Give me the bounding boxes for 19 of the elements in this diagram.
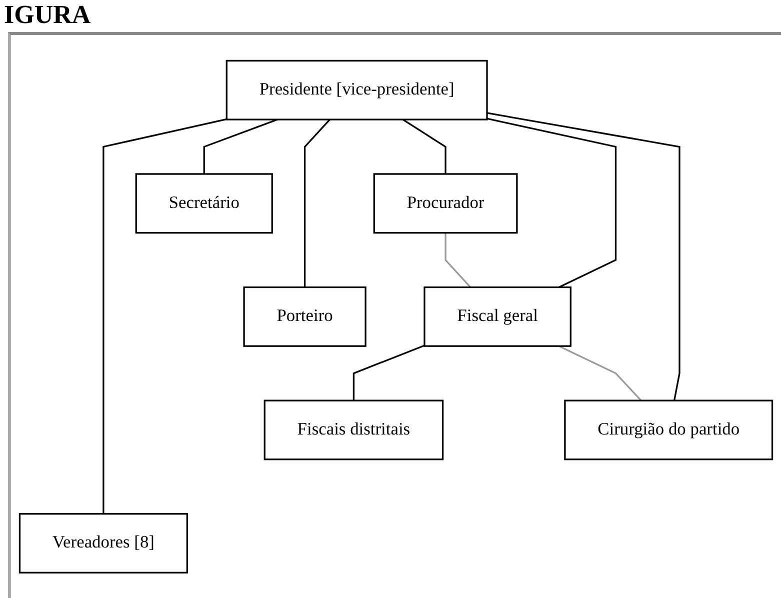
- connector: [402, 118, 446, 174]
- connector: [486, 112, 680, 401]
- connector: [203, 118, 278, 174]
- connector: [558, 345, 642, 401]
- node-box: [18, 512, 188, 574]
- connector: [486, 118, 617, 288]
- node-box: [264, 400, 444, 460]
- node-box: [373, 172, 518, 234]
- connector: [304, 118, 330, 288]
- node-box: [243, 286, 366, 347]
- connector: [102, 118, 227, 514]
- figure-frame: Presidente [vice-presidente] Secretário Procurador Porteiro Fiscal geral Fiscais distritais Cirurgião do partido Vereadores [8]: [8, 32, 781, 598]
- connector: [444, 232, 472, 288]
- title: IGURA: [4, 0, 92, 30]
- node-box: [226, 60, 488, 120]
- node-box: [424, 286, 572, 347]
- connector: [352, 344, 425, 400]
- node-box: [135, 172, 273, 234]
- node-box: [564, 400, 774, 460]
